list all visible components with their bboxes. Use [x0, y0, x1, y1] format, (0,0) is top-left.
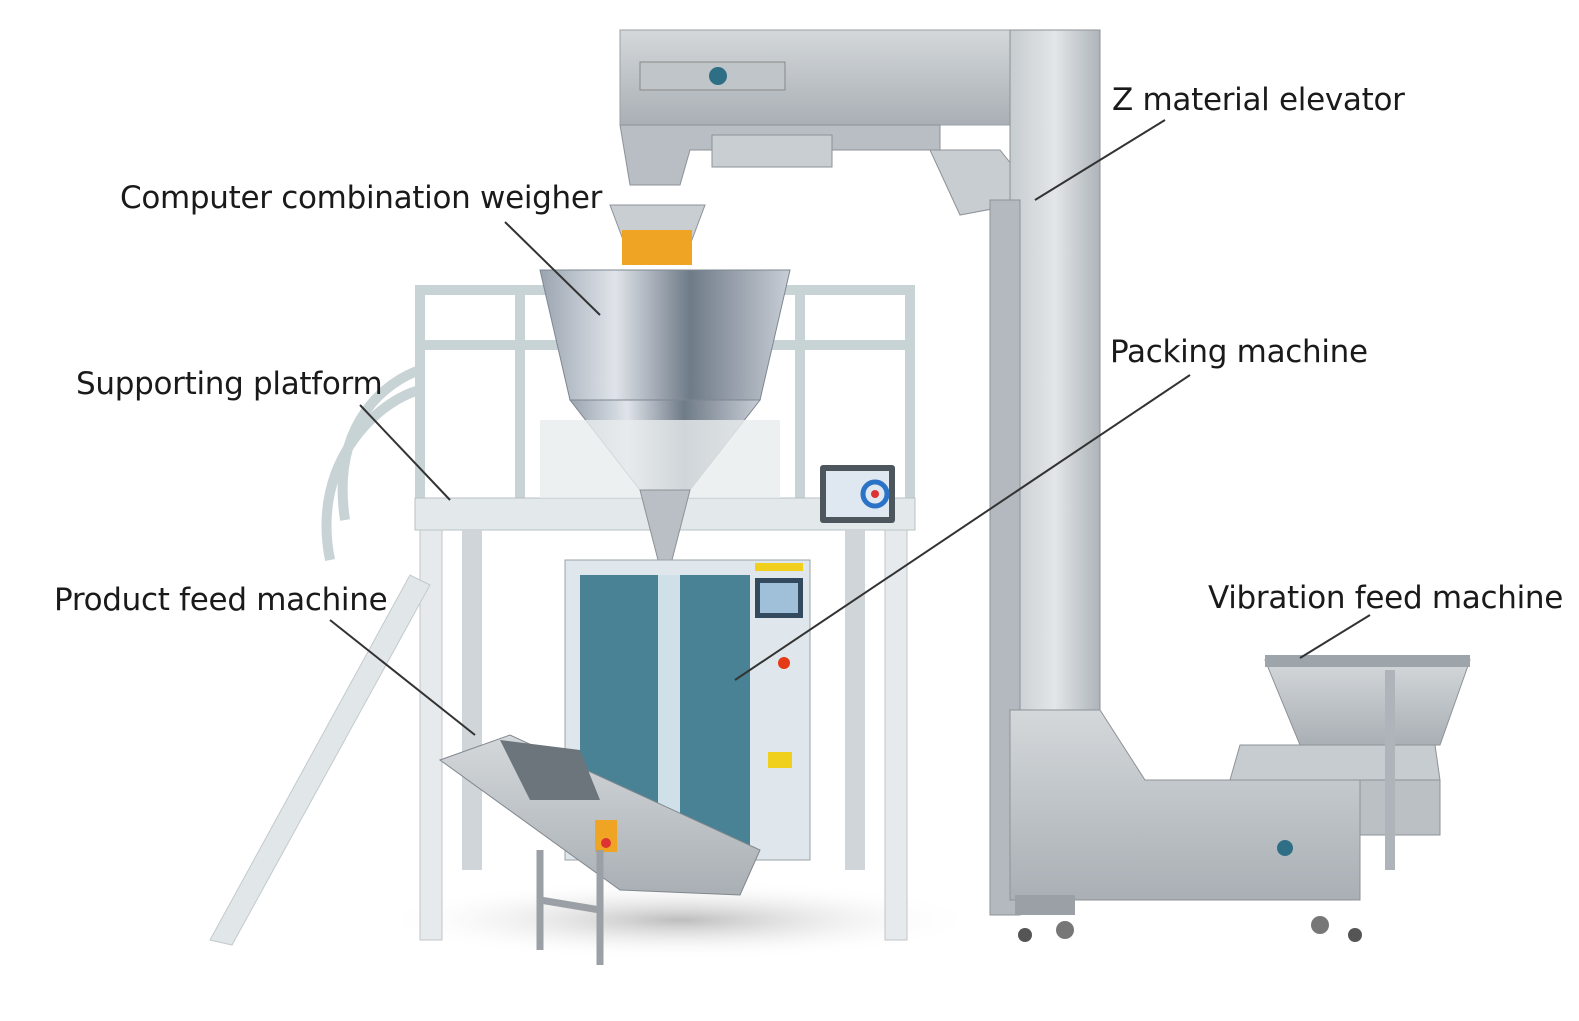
label-computer-combination-weigher: Computer combination weigher [120, 180, 603, 216]
z-material-elevator [619, 29, 1362, 942]
label-product-feed-machine: Product feed machine [54, 582, 388, 618]
label-packing-machine: Packing machine [1110, 334, 1368, 370]
leader-platform [359, 404, 451, 501]
leader-lines [329, 119, 1371, 736]
computer-combination-weigher [539, 204, 895, 561]
floor-shadow [380, 880, 980, 960]
leader-weigher [504, 221, 601, 316]
leader-product-feed [329, 619, 476, 736]
vibration-feed-machine [1229, 655, 1471, 870]
leader-z-elevator [1034, 119, 1166, 201]
product-feed-machine [438, 734, 761, 965]
label-supporting-platform: Supporting platform [76, 366, 383, 402]
leader-packing [734, 374, 1191, 681]
label-z-material-elevator: Z material elevator [1112, 82, 1405, 118]
label-vibration-feed-machine: Vibration feed machine [1208, 580, 1564, 616]
leader-vibration-feed [1299, 614, 1371, 659]
